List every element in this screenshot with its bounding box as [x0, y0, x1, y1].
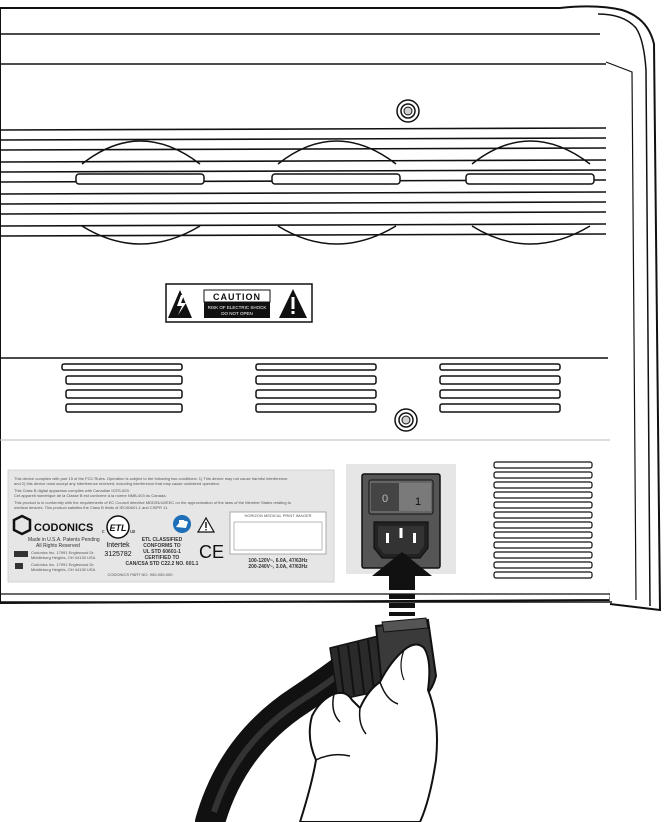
intertek-number: 3125782: [104, 551, 131, 558]
exclamation-warning-icon: [279, 289, 307, 318]
rating-2: 200-240V~, 3.0A, 47/63Hz: [248, 564, 308, 570]
power-inlet[interactable]: [373, 521, 429, 559]
warning-triangle-icon: [196, 516, 216, 533]
svg-text:us: us: [130, 529, 136, 535]
ec-text-2: medical devices. This product satisfies …: [14, 505, 168, 510]
etl-logo: ETL c us: [102, 515, 136, 539]
insert-arrow-icon: [372, 552, 432, 616]
codonics-logo: CODONICS: [12, 514, 93, 536]
mfr-line-1: Codonics Inc. 17991 Englewood Dr.: [31, 550, 95, 555]
ec-rep-symbol: [14, 551, 28, 557]
switch-off-label: 0: [382, 493, 388, 505]
etl-2: CONFORMS TO: [143, 543, 181, 549]
regulatory-label: This device complies with part 15 of the…: [7, 469, 335, 583]
etl-4: CERTIFIED TO: [145, 555, 180, 561]
fan-grille: [0, 127, 607, 245]
canada-text-2: Cet appareil numérique de la Classe B es…: [14, 493, 167, 498]
model-name: HORIZON MEDICAL PRINT IMAGER: [244, 513, 311, 518]
fcc-text-2: and 2) this device must accept any inter…: [14, 481, 220, 486]
power-switch[interactable]: 0 1: [368, 479, 434, 515]
manufacturer-symbol: [15, 563, 23, 569]
svg-text:c: c: [102, 529, 105, 535]
etl-5: CAN/CSA STD C22.2 NO. 601.1: [126, 561, 199, 567]
mfr-line-2: Middleburg Heights, OH 44130 USA: [31, 555, 96, 560]
consult-manual-icon: [173, 515, 191, 533]
lightning-warning-icon: [168, 290, 192, 318]
footer-code: CODONICS PART NO. 900-000-000: [108, 572, 174, 577]
canada-text-1: This Class B digital apparatus complies …: [14, 488, 130, 493]
power-cord: [195, 635, 385, 822]
intertek: Intertek: [106, 542, 130, 549]
codonics-brand: CODONICS: [34, 522, 93, 534]
mfr-line-4: Middleburg Heights, OH 44130 USA: [31, 567, 96, 572]
rights: All Rights Reserved: [36, 543, 80, 549]
ec-text-1: This product is in conformity with the r…: [14, 500, 292, 505]
side-vents: [493, 461, 593, 579]
rating-1: 100-120V~, 6.0A, 47/63Hz: [248, 558, 308, 564]
caution-line-1: RISK OF ELECTRIC SHOCK: [208, 305, 267, 310]
mfr-line-3: Codonics Inc. 17991 Englewood Dr.: [31, 562, 95, 567]
ce-mark: CE: [199, 542, 224, 562]
upper-screw: [396, 99, 420, 123]
hand: [299, 643, 438, 822]
caution-title: CAUTION: [213, 292, 261, 302]
fcc-text-1: This device complies with part 15 of the…: [14, 476, 289, 481]
lower-screw: [394, 408, 418, 432]
switch-on-label: 1: [415, 496, 421, 508]
etl-1: ETL CLASSIFIED: [142, 537, 183, 543]
made-in: Made in U.S.A. Patents Pending: [28, 537, 100, 543]
etl-3: UL STD 60601-1: [143, 549, 181, 555]
lower-vents: [61, 363, 561, 413]
caution-line-2: DO NOT OPEN: [221, 311, 252, 316]
svg-text:ETL: ETL: [110, 523, 127, 533]
caution-label: CAUTION RISK OF ELECTRIC SHOCK DO NOT OP…: [165, 283, 313, 323]
serial-box: [233, 521, 323, 551]
